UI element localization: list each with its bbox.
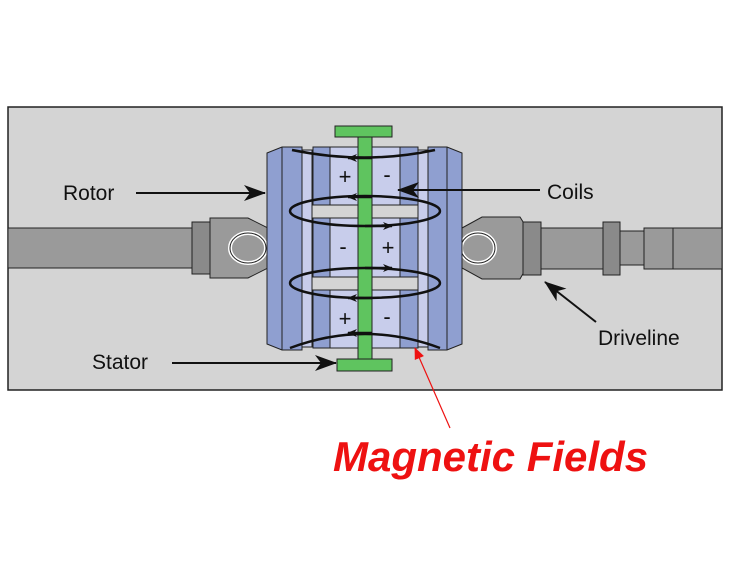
- coil-1-right-sign: -: [383, 162, 390, 187]
- rotor-right: [417, 146, 463, 351]
- coil-1-left-sign: +: [339, 164, 352, 189]
- driveline-label: Driveline: [598, 327, 680, 350]
- rotor-label: Rotor: [63, 182, 114, 205]
- stator-label: Stator: [92, 351, 148, 374]
- driveline-arrow: [544, 281, 597, 323]
- rotor-left: [266, 146, 313, 351]
- right-driveline: [459, 216, 723, 280]
- magnetic-fields-arrow: [414, 347, 451, 429]
- coils-label: Coils: [547, 181, 594, 204]
- coil-2-right-sign: +: [382, 235, 395, 260]
- coil-2-left-sign: -: [339, 234, 346, 259]
- coil-3-left-sign: +: [339, 306, 352, 331]
- magnetic-fields-label: Magnetic Fields: [333, 433, 648, 480]
- magnetic-field-loops: [288, 148, 442, 350]
- coil-3-right-sign: -: [383, 304, 390, 329]
- stator: [334, 125, 393, 372]
